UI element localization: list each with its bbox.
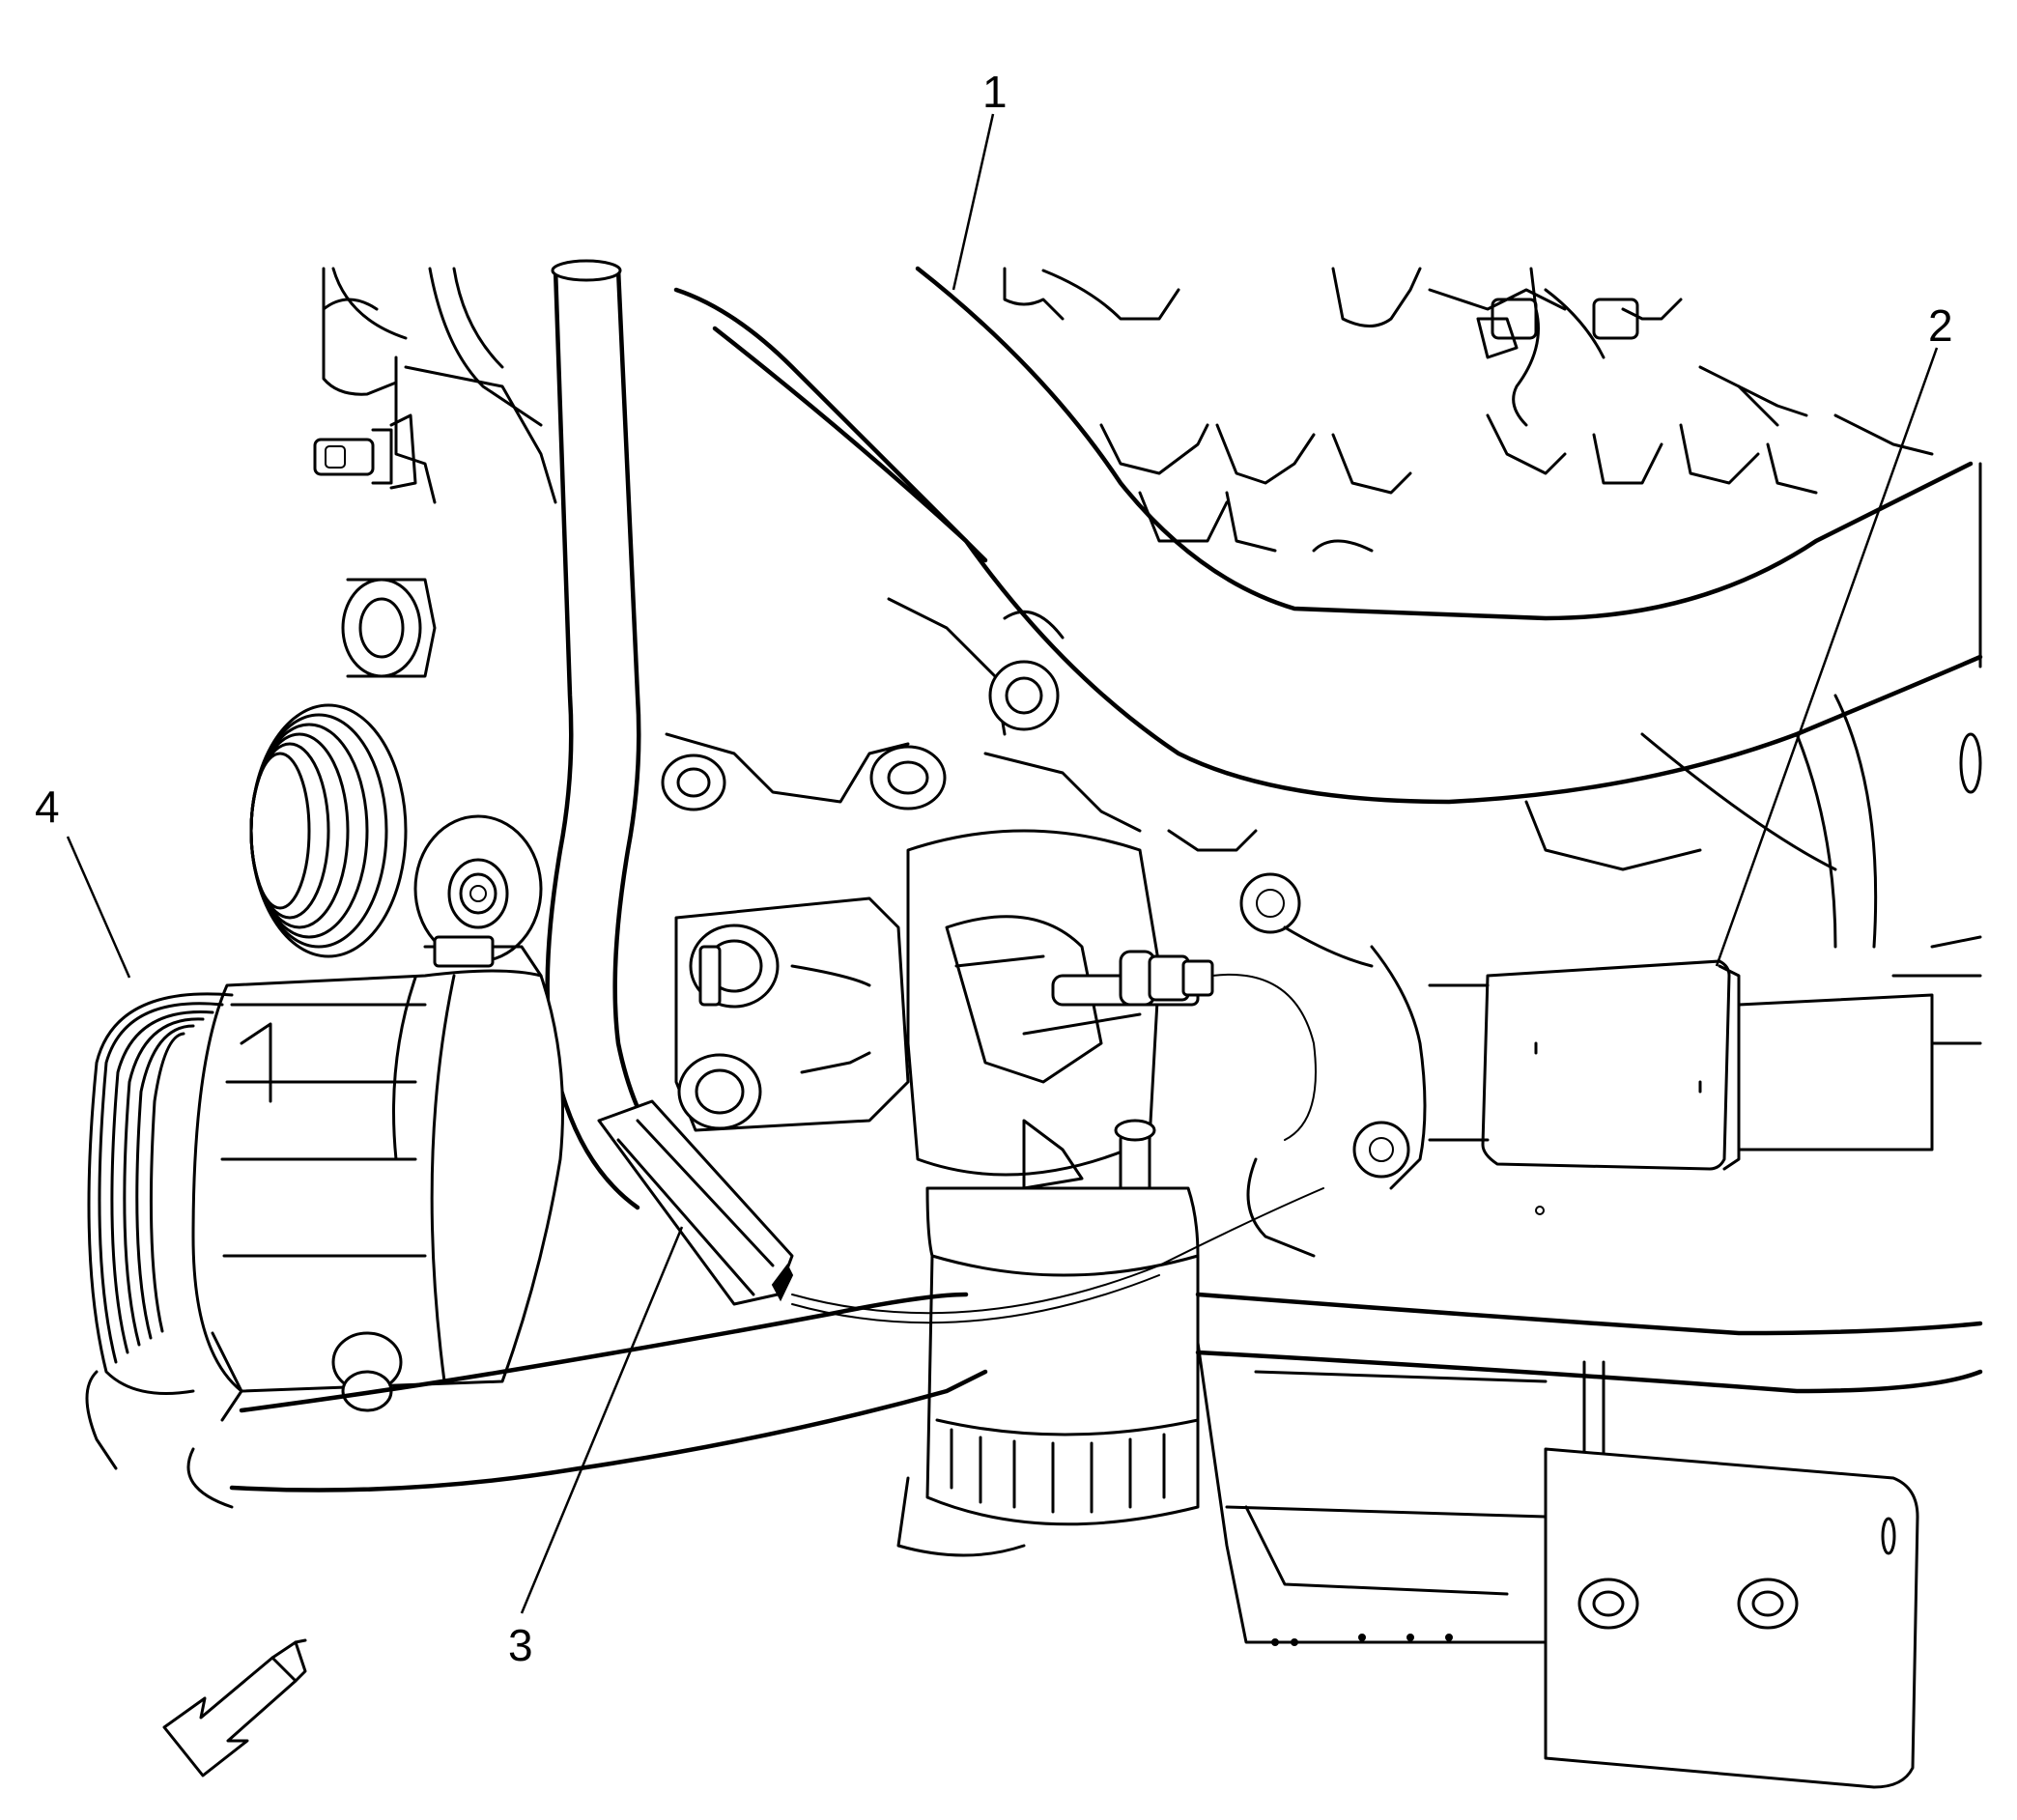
leader-line-1: [952, 113, 995, 291]
idler-pulley: [413, 814, 543, 963]
engine-mount-plate: [1544, 1447, 1919, 1789]
callout-label-2: 2: [1928, 300, 1953, 351]
sensor-connector-top-left: [313, 413, 417, 490]
engine-mount-bracket-center: [661, 597, 1301, 934]
oil-pressure-sensor-bracket: [674, 896, 910, 1132]
wiring-connector-center: [1119, 950, 1317, 1141]
callout-label-4: 4: [35, 782, 60, 832]
drive-belt-upper-pulley: [249, 703, 408, 958]
right-engine-side: [1246, 694, 1982, 1258]
leader-line-3: [520, 1226, 684, 1614]
compressor-clutch-pulley: [85, 992, 234, 1470]
oil-filter-adapter: [906, 829, 1200, 1200]
front-direction-arrow-icon: [162, 1638, 307, 1777]
callout-leaders: [66, 113, 1939, 1614]
leader-line-4: [66, 836, 131, 979]
leader-line-2: [1715, 347, 1939, 967]
upper-engine-block: [322, 267, 1934, 553]
oil-filter: [896, 1186, 1200, 1557]
upper-left-pulley: [341, 578, 437, 678]
lower-hoses: [186, 1292, 1983, 1509]
control-module: [1428, 959, 1982, 1171]
callout-label-1: 1: [982, 67, 1008, 117]
vertical-tube: [545, 259, 698, 1210]
upper-radiator-hose: [673, 266, 1983, 805]
oil-pressure-sensor-connector: [597, 1099, 1324, 1324]
callout-label-3: 3: [508, 1620, 533, 1670]
ac-compressor: [191, 935, 564, 1422]
crossmember: [1196, 1341, 1605, 1646]
